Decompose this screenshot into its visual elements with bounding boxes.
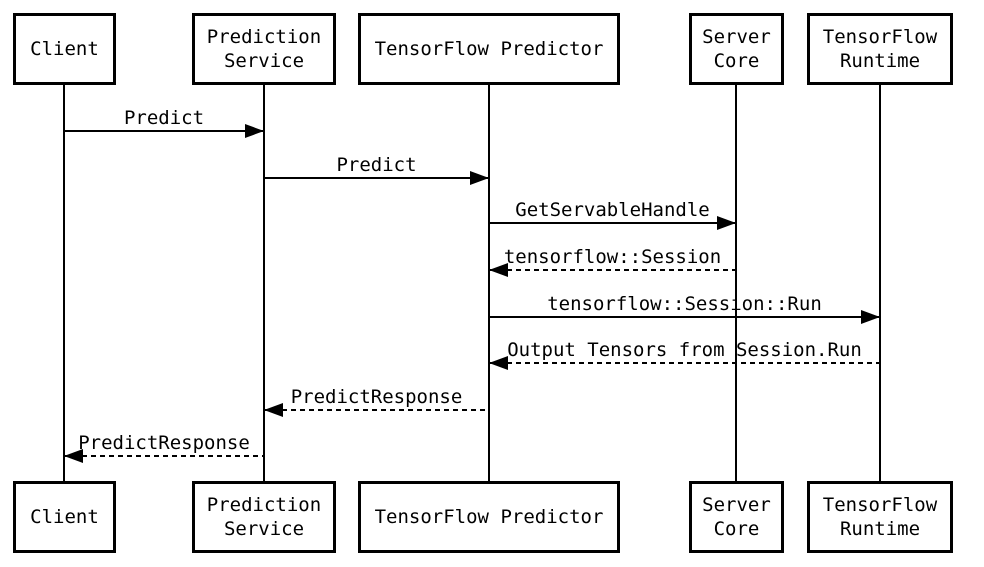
actor-bottom-server-core: Server Core [689, 481, 784, 553]
message-line [489, 310, 880, 324]
actor-bottom-prediction-service: Prediction Service [192, 481, 336, 553]
actor-top-server-core: Server Core [689, 13, 784, 85]
actor-label: TensorFlow Predictor [374, 506, 604, 528]
message-label: PredictResponse [78, 432, 250, 454]
message-predict-client-to-prediction-service: Predict [64, 106, 264, 138]
actor-bottom-client: Client [13, 481, 116, 553]
message-line [264, 403, 489, 417]
lifeline-tensorflow-runtime [879, 84, 881, 482]
message-label: GetServableHandle [515, 199, 710, 221]
actor-label: Server Core [702, 26, 771, 72]
message-line [489, 356, 880, 370]
arrowhead-left-icon [489, 356, 508, 370]
message-line [489, 216, 736, 230]
actor-top-tensorflow-runtime: TensorFlow Runtime [807, 13, 953, 85]
actor-label: Prediction Service [206, 26, 322, 72]
arrowhead-left-icon [64, 449, 83, 463]
arrowhead-left-icon [264, 403, 283, 417]
message-getservablehandle: GetServableHandle [489, 198, 736, 230]
message-label: Predict [123, 107, 205, 129]
message-label: tensorflow::Session::Run [547, 293, 822, 315]
message-label: Predict [336, 154, 417, 176]
message-predict-prediction-service-to-tensorflow-predictor: Predict [264, 153, 489, 185]
arrowhead-right-icon [470, 171, 489, 185]
message-line [64, 124, 264, 138]
lifeline-server-core [735, 84, 737, 482]
actor-top-prediction-service: Prediction Service [192, 13, 336, 85]
message-predictresponse-to-prediction-service: PredictResponse [264, 385, 489, 417]
message-line [264, 171, 489, 185]
actor-bottom-tensorflow-predictor: TensorFlow Predictor [358, 481, 620, 553]
message-tensorflow-session: tensorflow::Session [489, 245, 736, 277]
message-predictresponse-to-client: PredictResponse [64, 431, 264, 463]
message-label: tensorflow::Session [503, 246, 722, 268]
arrowhead-right-icon [861, 310, 880, 324]
message-label: PredictResponse [290, 386, 463, 408]
arrowhead-right-icon [245, 124, 264, 138]
actor-label: TensorFlow Predictor [374, 38, 604, 60]
actor-label: Prediction Service [206, 494, 322, 540]
message-line [64, 449, 264, 463]
message-line [489, 263, 736, 277]
arrowhead-right-icon [717, 216, 736, 230]
actor-label: Client [30, 38, 99, 60]
message-tensorflow-session-run: tensorflow::Session::Run [489, 292, 880, 324]
actor-label: Server Core [702, 494, 771, 540]
actor-top-tensorflow-predictor: TensorFlow Predictor [358, 13, 620, 85]
actor-label: TensorFlow Runtime [822, 26, 938, 72]
lifeline-prediction-service [263, 84, 265, 482]
message-label: Output Tensors from Session.Run [507, 339, 862, 361]
actor-top-client: Client [13, 13, 116, 85]
message-output-tensors: Output Tensors from Session.Run [489, 338, 880, 370]
actor-bottom-tensorflow-runtime: TensorFlow Runtime [807, 481, 953, 553]
lifeline-client [63, 84, 65, 482]
actor-label: TensorFlow Runtime [822, 494, 938, 540]
actor-label: Client [30, 506, 99, 528]
lifeline-tensorflow-predictor [488, 84, 490, 482]
arrowhead-left-icon [489, 263, 508, 277]
